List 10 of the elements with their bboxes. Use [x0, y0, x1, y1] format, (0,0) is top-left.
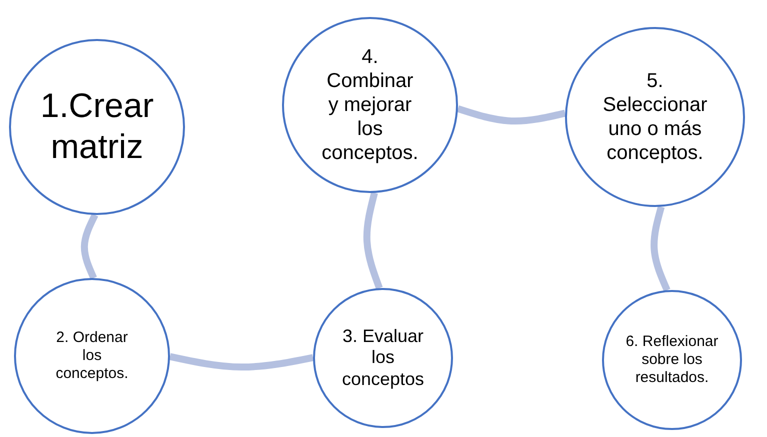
step-text: 6. Reflexionar sobre los resultados. — [624, 333, 720, 387]
connector-arc — [169, 353, 314, 371]
step-text: 3. Evaluar los conceptos — [340, 326, 426, 390]
step-text: 1.Crear matriz — [39, 86, 155, 168]
connector-arc — [456, 105, 566, 125]
step-text: 4. Combinar y mejorar los conceptos. — [320, 45, 420, 165]
step-text: 5. Seleccionar uno o más conceptos. — [602, 69, 708, 165]
connector-arc — [80, 213, 98, 280]
step-text: 2. Ordenar los conceptos. — [54, 329, 130, 383]
connector-arc — [363, 192, 383, 290]
